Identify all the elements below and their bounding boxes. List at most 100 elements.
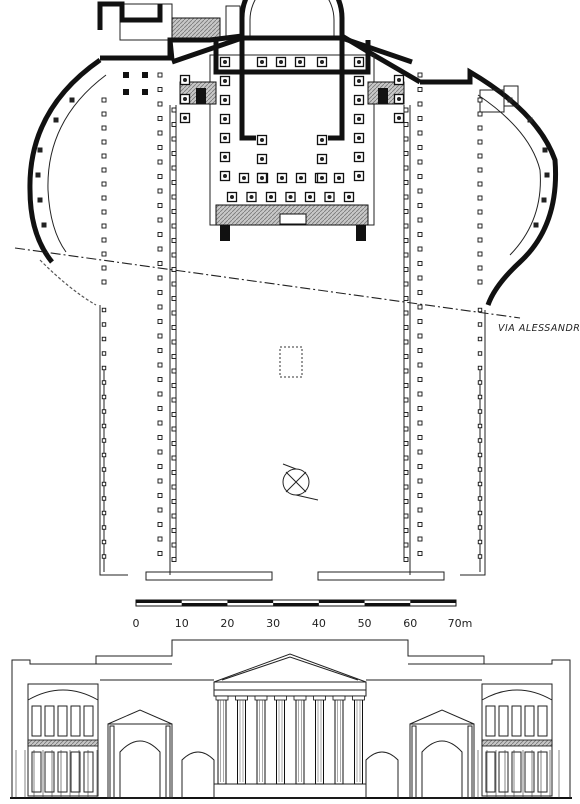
- colonnade-column: [403, 122, 409, 127]
- colonnade-column: [171, 122, 177, 127]
- colonnade-column: [101, 265, 107, 271]
- side-colonnades: [35, 72, 550, 562]
- colonnade-column: [157, 420, 163, 426]
- colonnade-column: [157, 551, 163, 556]
- colonnade-column: [157, 217, 163, 223]
- colonnade-column: [157, 87, 163, 92]
- colonnade-column: [477, 181, 483, 187]
- colonnade-column: [403, 455, 409, 461]
- colonnade-column: [157, 406, 163, 411]
- left-hemicycle: [27, 33, 243, 306]
- scale-segment: [410, 600, 456, 603]
- temple-column: [354, 697, 363, 785]
- colonnade-column: [157, 536, 163, 542]
- colonnade-column: [417, 101, 423, 107]
- colonnade-column: [171, 528, 177, 533]
- scale-tick-label: 10: [175, 617, 189, 630]
- niche: [35, 172, 41, 178]
- colonnade-column: [101, 554, 107, 559]
- colonnade-column: [171, 238, 177, 243]
- niche: [37, 147, 43, 153]
- colonnade-column: [417, 203, 423, 208]
- window: [31, 751, 42, 793]
- colonnade-column: [477, 125, 483, 131]
- colonnade-column: [101, 181, 107, 187]
- niche: [69, 97, 75, 103]
- niche: [544, 172, 550, 178]
- colonnade-column: [157, 362, 163, 368]
- temple-column: [295, 697, 305, 785]
- colonnade-column: [403, 368, 409, 374]
- colonnade-column: [403, 296, 409, 301]
- pilaster: [165, 725, 171, 799]
- colonnade-column: [417, 290, 423, 295]
- colonnade-column: [403, 209, 409, 214]
- niche: [527, 117, 533, 123]
- colonnade-column: [417, 246, 423, 252]
- colonnade-column: [171, 194, 177, 200]
- colonnade-column: [417, 406, 423, 411]
- colonnade-column: [101, 365, 107, 371]
- window: [485, 705, 496, 737]
- window: [70, 751, 81, 793]
- colonnade-column: [171, 107, 177, 113]
- scale-tick-label: 30: [266, 617, 280, 630]
- colonnade-column: [157, 159, 163, 165]
- colonnade-column: [171, 499, 177, 504]
- colonnade-column: [417, 464, 423, 469]
- colonnade-column: [403, 383, 409, 388]
- colonnade-column: [101, 153, 107, 159]
- pilaster: [411, 725, 417, 799]
- colonnade-column: [157, 493, 163, 498]
- colonnade-column: [477, 409, 483, 414]
- colonnade-column: [157, 464, 163, 469]
- colonnade-column: [157, 304, 163, 310]
- window: [524, 705, 535, 737]
- colonnade-column: [101, 452, 107, 458]
- colonnade-column: [403, 470, 409, 475]
- colonnade-column: [477, 209, 483, 215]
- colonnade-column: [477, 539, 483, 545]
- colonnade-column: [417, 420, 423, 426]
- colonnade-column: [171, 223, 177, 229]
- colonnade-column: [101, 251, 107, 257]
- colonnade-column: [417, 435, 423, 440]
- pier: [123, 72, 129, 78]
- colonnade-column: [171, 383, 177, 388]
- pier: [142, 72, 148, 78]
- colonnade-column: [157, 449, 163, 455]
- niche: [541, 197, 547, 203]
- colonnade-column: [157, 391, 163, 397]
- colonnade-column: [477, 525, 483, 530]
- colonnade-column: [171, 252, 177, 258]
- colonnade-column: [101, 438, 107, 443]
- colonnade-column: [417, 319, 423, 324]
- colonnade-column: [101, 111, 107, 117]
- colonnade-column: [157, 377, 163, 382]
- colonnade-column: [477, 195, 483, 201]
- colonnade-column: [417, 536, 423, 542]
- temple-column: [237, 697, 246, 785]
- colonnade-column: [171, 542, 177, 548]
- colonnade-column: [477, 336, 483, 342]
- temple-column: [217, 697, 227, 785]
- colonnade-column: [403, 238, 409, 243]
- window: [57, 751, 68, 793]
- colonnade-column: [477, 139, 483, 145]
- colonnade-column: [157, 174, 163, 179]
- colonnade-column: [403, 484, 409, 490]
- street-label: VIA ALESSANDRINA: [498, 323, 580, 334]
- colonnade-column: [477, 394, 483, 400]
- colonnade-column: [171, 296, 177, 301]
- colonnade-column: [417, 174, 423, 179]
- colonnade-column: [477, 365, 483, 371]
- colonnade-column: [417, 145, 423, 150]
- colonnade-column: [417, 377, 423, 382]
- colonnade-column: [477, 351, 483, 356]
- colonnade-column: [101, 481, 107, 487]
- colonnade-column: [403, 165, 409, 171]
- forum-enclosure: [99, 105, 486, 581]
- colonnade-column: [101, 394, 107, 400]
- window: [485, 751, 496, 793]
- colonnade-column: [101, 139, 107, 145]
